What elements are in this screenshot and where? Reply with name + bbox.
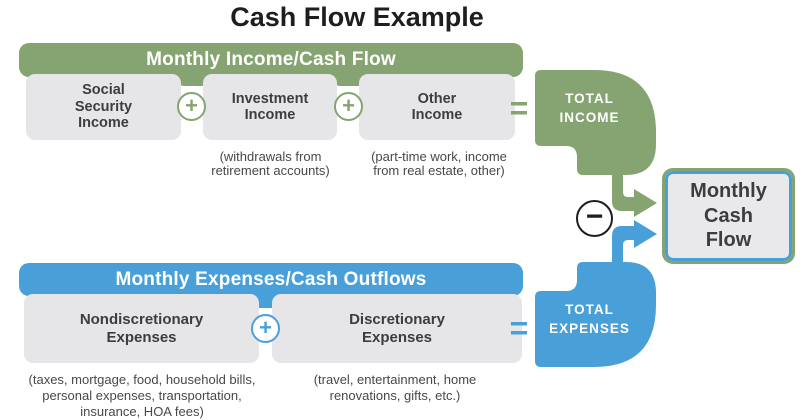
expense-note-nondiscretionary: (taxes, mortgage, food, household bills,…	[28, 372, 256, 419]
income-box-other: Other Income	[359, 74, 515, 140]
income-note-investment: (withdrawals from retirement accounts)	[211, 149, 330, 178]
plus-icon-income-2: +	[334, 92, 363, 121]
income-header-bar: Monthly Income/Cash Flow	[19, 43, 523, 77]
equals-icon-expenses: =	[509, 309, 529, 346]
total-expenses-label: TOTAL EXPENSES	[549, 302, 630, 336]
expense-note-discretionary: (travel, entertainment, home renovations…	[313, 372, 477, 403]
result-box: Monthly Cash Flow	[662, 168, 795, 264]
expenses-header-bar: Monthly Expenses/Cash Outflows	[19, 263, 523, 296]
equals-icon-income: =	[509, 89, 529, 126]
minus-icon: −	[576, 200, 613, 237]
page-title: Cash Flow Example	[230, 2, 484, 32]
income-box-social-security: Social Security Income	[26, 74, 181, 140]
total-expenses-shape-arrow	[535, 220, 657, 367]
total-income-shape-arrow	[535, 70, 657, 217]
expense-box-discretionary: Discretionary Expenses	[272, 294, 522, 363]
plus-icon-expenses: +	[251, 314, 280, 343]
expense-box-nondiscretionary: Nondiscretionary Expenses	[24, 294, 259, 363]
income-note-other: (part-time work, income from real estate…	[371, 149, 507, 178]
result-box-label: Monthly Cash Flow	[665, 171, 792, 261]
total-income-label: TOTAL INCOME	[559, 91, 620, 125]
plus-icon-income-1: +	[177, 92, 206, 121]
income-box-investment: Investment Income	[203, 74, 337, 140]
